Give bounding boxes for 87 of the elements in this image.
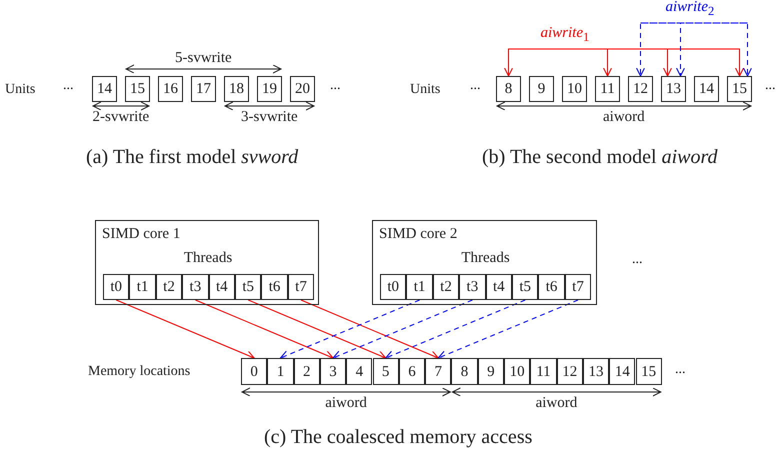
edge-label: 3-svwrite bbox=[241, 109, 298, 126]
memory-cell: 8 bbox=[451, 358, 478, 385]
unit-box: 13 bbox=[661, 76, 686, 102]
memory-cell: 7 bbox=[425, 358, 452, 385]
unit-box: 8 bbox=[496, 76, 521, 102]
memory-cell: 2 bbox=[294, 358, 320, 385]
unit-box: 19 bbox=[257, 76, 282, 102]
thread-cell: t3 bbox=[182, 274, 209, 300]
unit-box: 14 bbox=[92, 76, 117, 102]
memory-cell: 11 bbox=[530, 358, 557, 385]
thread-cell: t0 bbox=[380, 274, 406, 300]
text-label: Memory locations bbox=[88, 364, 190, 380]
thread-cell: t5 bbox=[235, 274, 262, 300]
text-label: ... bbox=[632, 252, 642, 268]
edge-label: aiwrite$_{2}$ bbox=[666, 0, 714, 20]
thread-cell: t1 bbox=[406, 274, 433, 300]
memory-cell: 4 bbox=[346, 358, 372, 385]
unit-box: 15 bbox=[125, 76, 150, 102]
arrow bbox=[92, 102, 150, 110]
text-label: ... bbox=[675, 362, 686, 378]
unit-box: 14 bbox=[694, 76, 719, 102]
edge-label: 2-svwrite bbox=[92, 109, 150, 126]
edge-label: 5-svwrite bbox=[175, 50, 232, 67]
unit-box: 10 bbox=[562, 76, 587, 102]
memory-cell: 5 bbox=[372, 358, 399, 385]
arrow bbox=[248, 300, 386, 360]
figure-caption: (c) The coalesced memory access bbox=[264, 426, 532, 448]
unit-box: 17 bbox=[191, 76, 216, 102]
edge-label: aiword bbox=[603, 109, 645, 126]
text-label: Units bbox=[5, 82, 36, 98]
thread-cell: t2 bbox=[156, 274, 182, 300]
arrow bbox=[194, 300, 334, 360]
thread-cell: t4 bbox=[486, 274, 512, 300]
memory-cell: 0 bbox=[241, 358, 268, 385]
edge-label: aiword bbox=[325, 395, 367, 412]
figure-caption: (a) The first model svword bbox=[86, 146, 298, 168]
text-label: ... bbox=[63, 78, 74, 94]
memory-cell: 14 bbox=[609, 358, 636, 385]
thread-cell: t3 bbox=[459, 274, 486, 300]
unit-box: 16 bbox=[158, 76, 183, 102]
arrow bbox=[126, 64, 282, 74]
simd-core-box bbox=[372, 220, 597, 305]
threads-heading: Threads bbox=[182, 250, 234, 267]
edge-label: aiwrite$_{1}$ bbox=[540, 25, 590, 46]
thread-cell: t1 bbox=[129, 274, 156, 300]
unit-box: 20 bbox=[290, 76, 315, 102]
arrow bbox=[116, 300, 255, 360]
thread-cell: t5 bbox=[512, 274, 538, 300]
arrow bbox=[280, 300, 420, 360]
memory-cell: 6 bbox=[398, 358, 426, 385]
thread-cell: t4 bbox=[208, 274, 235, 300]
thread-cell: t6 bbox=[538, 274, 565, 300]
figure-caption: (b) The second model aiword bbox=[482, 146, 718, 168]
threads-heading: Threads bbox=[460, 250, 511, 267]
unit-box: 12 bbox=[628, 76, 653, 102]
text-label: ... bbox=[765, 78, 776, 94]
memory-cell: 9 bbox=[478, 358, 504, 385]
memory-cell: 1 bbox=[267, 358, 294, 385]
memory-cell: 12 bbox=[556, 358, 583, 385]
text-label: Units bbox=[410, 82, 440, 98]
arrow bbox=[332, 300, 473, 360]
text-label: ... bbox=[330, 78, 340, 94]
simd-core-box bbox=[95, 220, 319, 305]
memory-cell: 15 bbox=[636, 358, 662, 385]
thread-cell: t6 bbox=[261, 274, 288, 300]
arrow bbox=[385, 300, 526, 360]
core-title: SIMD core 1 bbox=[102, 226, 180, 243]
memory-cell: 10 bbox=[504, 358, 530, 385]
core-title: SIMD core 2 bbox=[379, 226, 458, 243]
unit-box: 11 bbox=[595, 76, 620, 102]
arrow bbox=[242, 388, 451, 396]
thread-cell: t0 bbox=[103, 274, 130, 300]
memory-cell: 13 bbox=[582, 358, 610, 385]
unit-box: 15 bbox=[727, 76, 752, 102]
text-label: ... bbox=[470, 78, 480, 94]
unit-box: 18 bbox=[224, 76, 249, 102]
thread-cell: t2 bbox=[432, 274, 460, 300]
arrow bbox=[438, 300, 578, 360]
thread-cell: t7 bbox=[288, 274, 314, 300]
arrow bbox=[452, 388, 662, 396]
arrow bbox=[300, 300, 439, 360]
arrow bbox=[496, 102, 752, 110]
thread-cell: t7 bbox=[564, 274, 592, 300]
edge-label: aiword bbox=[536, 395, 578, 412]
arrow bbox=[224, 102, 314, 110]
unit-box: 9 bbox=[529, 76, 554, 102]
memory-cell: 3 bbox=[320, 358, 346, 385]
